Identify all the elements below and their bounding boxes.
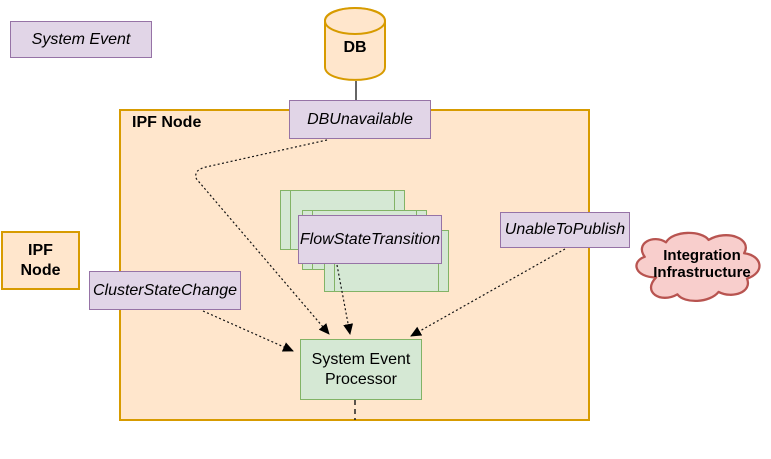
db-label: DB xyxy=(343,39,367,56)
event-flow-state-transition-label: FlowStateTransition xyxy=(299,230,441,248)
event-unable-to-publish[interactable]: UnableToPublish xyxy=(500,212,630,248)
legend-ipf-node-label: IPF Node xyxy=(20,242,61,279)
event-unable-to-publish-label: UnableToPublish xyxy=(504,221,626,238)
legend-ipf-node[interactable]: IPF Node xyxy=(1,231,80,290)
event-cluster-state-change[interactable]: ClusterStateChange xyxy=(89,271,241,310)
system-event-processor[interactable]: System Event Processor xyxy=(300,339,422,400)
legend-system-event-label: System Event xyxy=(31,30,131,48)
event-cluster-state-change-label: ClusterStateChange xyxy=(92,281,238,299)
system-event-processor-label: System Event Processor xyxy=(311,350,411,388)
event-db-unavailable[interactable]: DBUnavailable xyxy=(289,100,431,139)
ipf-node-container-label: IPF Node xyxy=(132,114,202,131)
event-flow-state-transition[interactable]: FlowStateTransition xyxy=(298,215,442,264)
legend-system-event[interactable]: System Event xyxy=(10,21,152,58)
integration-infrastructure-label: Integration Infrastructure xyxy=(653,247,751,282)
event-db-unavailable-label: DBUnavailable xyxy=(307,110,413,128)
